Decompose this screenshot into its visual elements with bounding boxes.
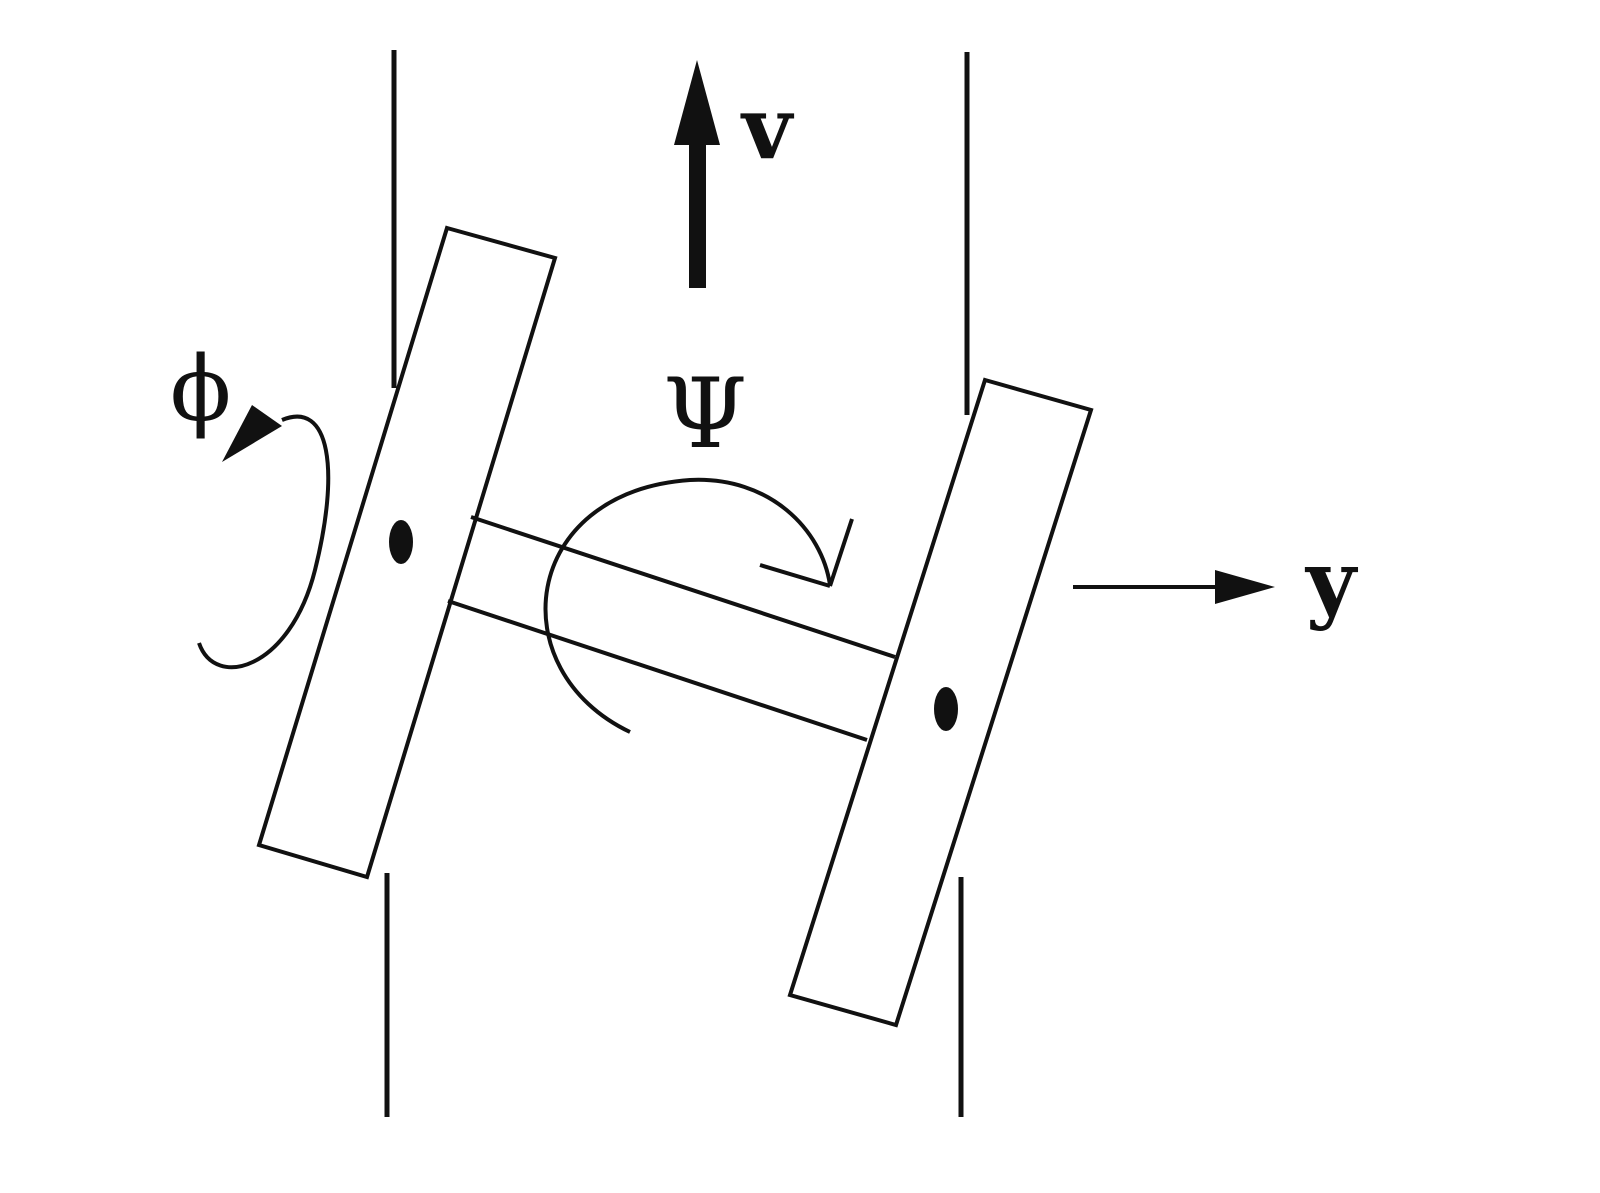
velocity-label: v (740, 78, 795, 179)
axle (447, 515, 896, 742)
velocity-arrow (674, 60, 720, 288)
wheel-right (787, 377, 1094, 1028)
yaw-rotation-arrow (543, 477, 854, 734)
yaw-label: Ψ (663, 358, 747, 470)
wheel-left (256, 225, 558, 880)
roll-rotation-arrow (197, 405, 331, 670)
wheel-left-center (389, 520, 413, 564)
roll-label: ϕ (170, 337, 231, 442)
wheel-right-center (934, 687, 958, 731)
lateral-arrow (1073, 570, 1275, 604)
lateral-label: y (1304, 532, 1359, 633)
